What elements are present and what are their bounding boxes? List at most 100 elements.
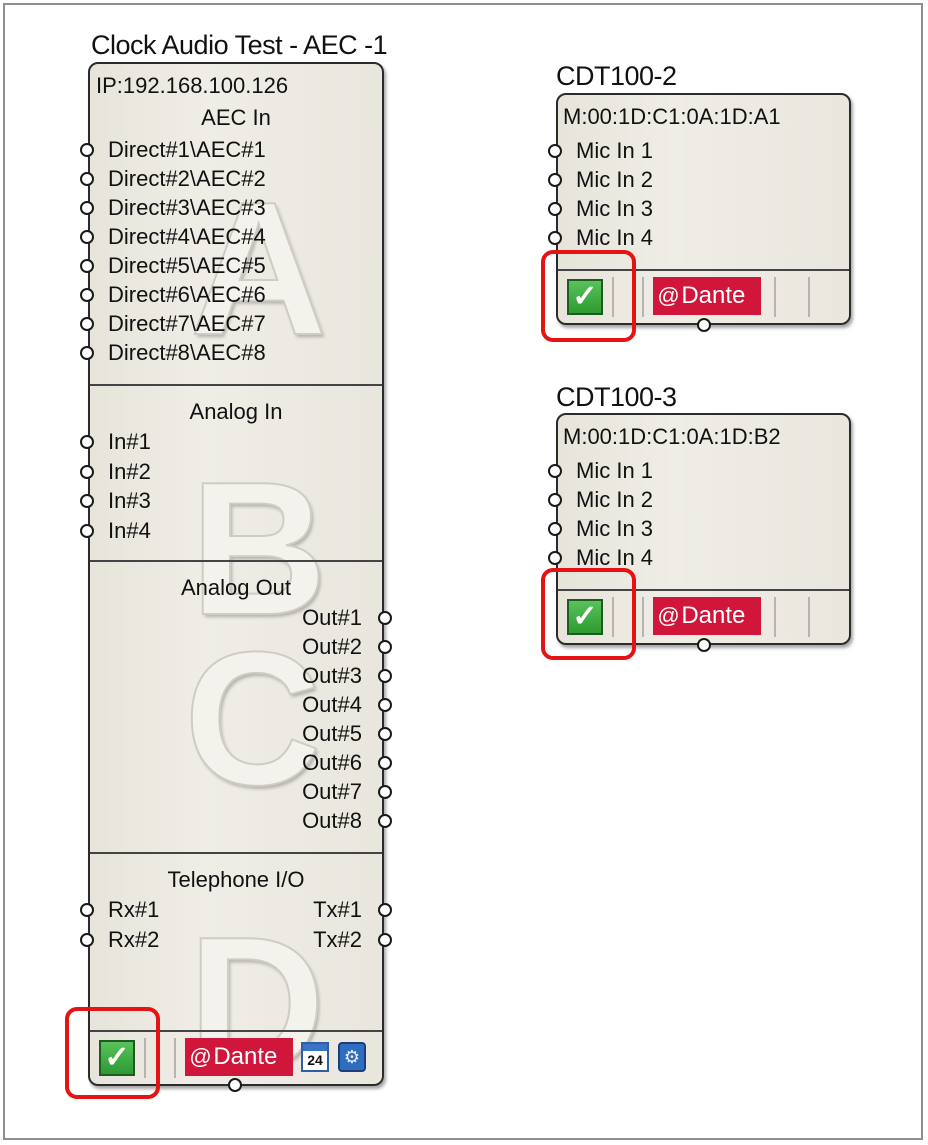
enable-check-icon[interactable]: ✓ [567, 279, 603, 315]
section-letter-b: B [189, 443, 328, 655]
dante-swoosh-icon: @ [657, 603, 680, 628]
input-port-node[interactable] [80, 230, 94, 244]
input-port-node[interactable] [80, 464, 94, 479]
input-port-node[interactable] [80, 288, 94, 302]
dante-swoosh-icon: @ [657, 283, 680, 308]
input-port-node[interactable] [80, 346, 94, 360]
output-port-node[interactable] [378, 669, 392, 683]
analog-out-header: Analog Out [180, 575, 292, 600]
analog-output-label: Out#3 [302, 663, 362, 688]
footer-divider [774, 597, 776, 637]
telephone-header: Telephone I/O [167, 867, 305, 892]
output-port-node[interactable] [378, 640, 392, 654]
cdt-device-mac: M:00:1D:C1:0A:1D:B2 [563, 424, 781, 449]
dante-logo[interactable]: @Dante [653, 277, 761, 315]
input-port-node[interactable] [80, 259, 94, 273]
footer-divider [174, 1038, 176, 1078]
mic-input-label: Mic In 3 [576, 516, 654, 541]
mic-input-label: Mic In 1 [576, 458, 654, 483]
cdt-device-mac: M:00:1D:C1:0A:1D:A1 [563, 104, 781, 129]
input-port-node[interactable] [548, 464, 562, 478]
analog-input-label: In#1 [108, 429, 151, 454]
input-port-node[interactable] [80, 933, 94, 947]
input-port-node[interactable] [548, 522, 562, 536]
section-letter-c: C [183, 613, 322, 825]
mic-input-label: Mic In 4 [576, 545, 654, 570]
calendar-icon[interactable]: 24 [301, 1042, 329, 1072]
input-port-node[interactable] [548, 493, 562, 507]
dante-label: Dante [681, 602, 746, 629]
aec-input-label: Direct#8\AEC#8 [108, 340, 266, 365]
aec-input-label: Direct#4\AEC#4 [108, 224, 266, 249]
dante-network-port[interactable] [697, 638, 711, 652]
highlight-box [65, 1007, 160, 1099]
cdt-device-block[interactable]: M:00:1D:C1:0A:1D:B2 Mic In 1 Mic In 2 Mic … [548, 413, 851, 645]
input-port-node[interactable] [80, 435, 94, 449]
footer-divider [612, 597, 614, 637]
output-port-node[interactable] [378, 933, 392, 947]
output-port-node[interactable] [378, 611, 392, 625]
input-port-node[interactable] [80, 494, 94, 508]
settings-icon[interactable]: ⚙ [338, 1042, 366, 1072]
footer-divider [642, 277, 644, 317]
analog-output-label: Out#7 [302, 779, 362, 804]
analog-output-label: Out#6 [302, 750, 362, 775]
dante-network-port[interactable] [228, 1078, 242, 1092]
aec-device-footer: ✓ @Dante 24 ⚙ [90, 1030, 382, 1084]
cdt-device-title: CDT100-2 [556, 61, 677, 91]
dante-logo[interactable]: @Dante [653, 597, 761, 635]
input-port-node[interactable] [548, 202, 562, 216]
output-port-node[interactable] [378, 756, 392, 770]
dante-label: Dante [681, 282, 746, 309]
section-letter-a: A [189, 163, 328, 375]
analog-input-label: In#2 [108, 458, 151, 484]
aec-input-label: Direct#2\AEC#2 [108, 166, 266, 191]
mic-input-label: Mic In 2 [576, 167, 654, 192]
telephone-input-label: Rx#2 [108, 927, 160, 952]
aec-device-block[interactable]: IP:192.168.100.126 AEC In A Direct#1\AEC… [80, 62, 392, 1100]
analog-output-label: Out#2 [302, 634, 362, 659]
enable-check-icon[interactable]: ✓ [99, 1040, 135, 1076]
input-port-node[interactable] [80, 523, 94, 538]
dante-network-port[interactable] [697, 318, 711, 332]
aec-device-title: Clock Audio Test - AEC -1 [91, 30, 388, 60]
cdt-device-footer: ✓ @Dante [558, 589, 849, 643]
aec-input-label: Direct#5\AEC#5 [108, 253, 266, 278]
input-port-node[interactable] [548, 231, 562, 245]
output-port-node[interactable] [378, 727, 392, 741]
input-port-node[interactable] [80, 201, 94, 215]
dante-logo[interactable]: @Dante [185, 1038, 293, 1076]
input-port-node[interactable] [548, 173, 562, 187]
mic-input-label: Mic In 1 [576, 138, 654, 163]
input-port-node[interactable] [80, 172, 94, 186]
input-port-node[interactable] [548, 144, 562, 158]
highlight-box [541, 250, 636, 342]
enable-check-icon[interactable]: ✓ [567, 599, 603, 635]
output-port-node[interactable] [378, 903, 392, 917]
canvas-frame [3, 3, 923, 1140]
input-port-node[interactable] [80, 903, 94, 917]
footer-divider [808, 597, 810, 637]
input-port-node[interactable] [548, 551, 562, 565]
output-port-node[interactable] [378, 785, 392, 799]
cdt-device-footer: ✓ @Dante [558, 269, 849, 323]
footer-divider [144, 1038, 146, 1078]
aec-device-ip: IP:192.168.100.126 [96, 73, 289, 98]
footer-divider [642, 597, 644, 637]
analog-output-label: Out#5 [302, 721, 362, 746]
dante-swoosh-icon: @ [189, 1044, 212, 1069]
aec-input-label: Direct#3\AEC#3 [108, 195, 266, 220]
mic-input-label: Mic In 2 [576, 487, 654, 512]
input-port-node[interactable] [80, 317, 94, 331]
telephone-output-label: Tx#1 [313, 897, 362, 922]
section-divider [90, 384, 382, 386]
output-port-node[interactable] [378, 698, 392, 712]
analog-output-label: Out#8 [302, 808, 362, 833]
output-port-node[interactable] [378, 814, 392, 828]
section-divider [90, 852, 382, 854]
aec-input-label: Direct#6\AEC#6 [108, 282, 266, 307]
analog-input-label: In#3 [108, 488, 151, 513]
input-port-node[interactable] [80, 143, 94, 157]
telephone-input-label: Rx#1 [108, 897, 160, 922]
